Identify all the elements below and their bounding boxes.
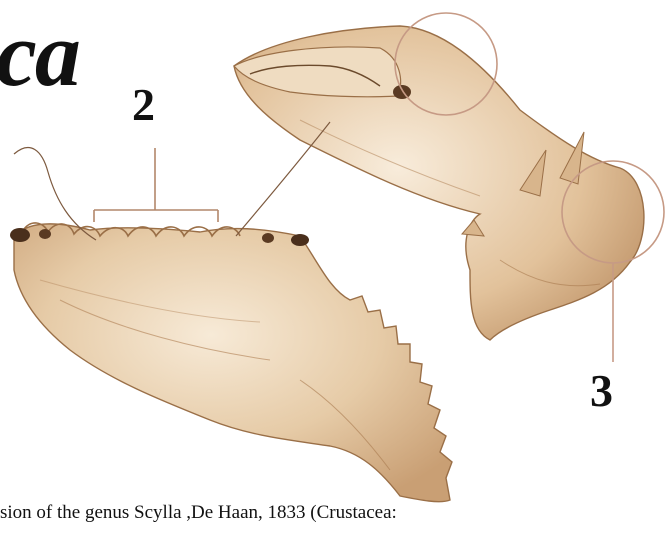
callout-label-2: 2 (132, 82, 155, 128)
figure-title-fragment: ca (0, 8, 79, 100)
lower-claw-drawing (10, 223, 452, 502)
figure-caption: sion of the genus Scylla ,De Haan, 1833 … (0, 502, 397, 524)
guide-lines (14, 122, 330, 240)
callout-2-bracket (94, 148, 218, 222)
callout-label-3: 3 (590, 368, 613, 414)
